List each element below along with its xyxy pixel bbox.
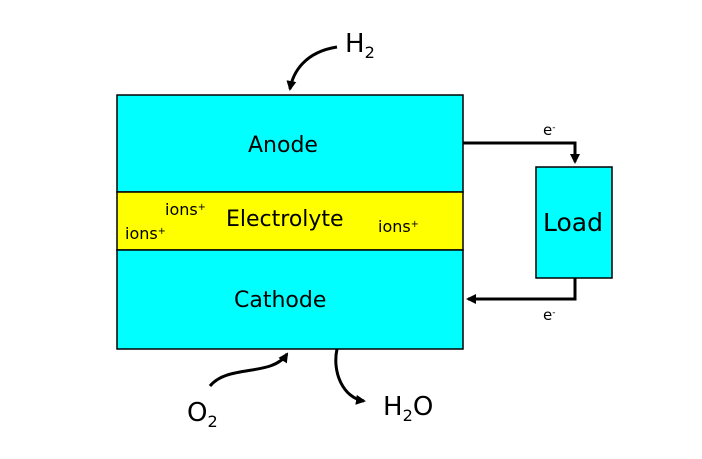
hydrogen-label: H2 <box>345 29 375 62</box>
hydrogen-inflow-arrow <box>286 45 338 91</box>
anode-label: Anode <box>248 133 318 158</box>
electron-label-bottom: e- <box>543 306 556 324</box>
wire-anode-to-load <box>463 141 580 164</box>
ion-label-top-left: ions+ <box>165 200 206 219</box>
water-label: H2O <box>383 392 434 425</box>
electron-label-top: e- <box>543 121 556 139</box>
oxygen-label: O2 <box>187 398 218 431</box>
ion-label-bottom-left: ions+ <box>125 224 166 243</box>
cathode-label: Cathode <box>234 288 327 313</box>
cathode-layer <box>116 249 464 350</box>
wire-load-to-cathode <box>466 278 577 304</box>
electrolyte-label: Electrolyte <box>226 207 344 232</box>
ion-label-right: ions+ <box>378 217 419 236</box>
water-outflow-arrow <box>334 348 366 405</box>
electrolyte-layer <box>116 191 464 251</box>
anode-layer <box>116 94 464 193</box>
oxygen-inflow-arrow <box>208 352 289 388</box>
load-box <box>535 166 613 279</box>
load-label: Load <box>543 208 603 237</box>
